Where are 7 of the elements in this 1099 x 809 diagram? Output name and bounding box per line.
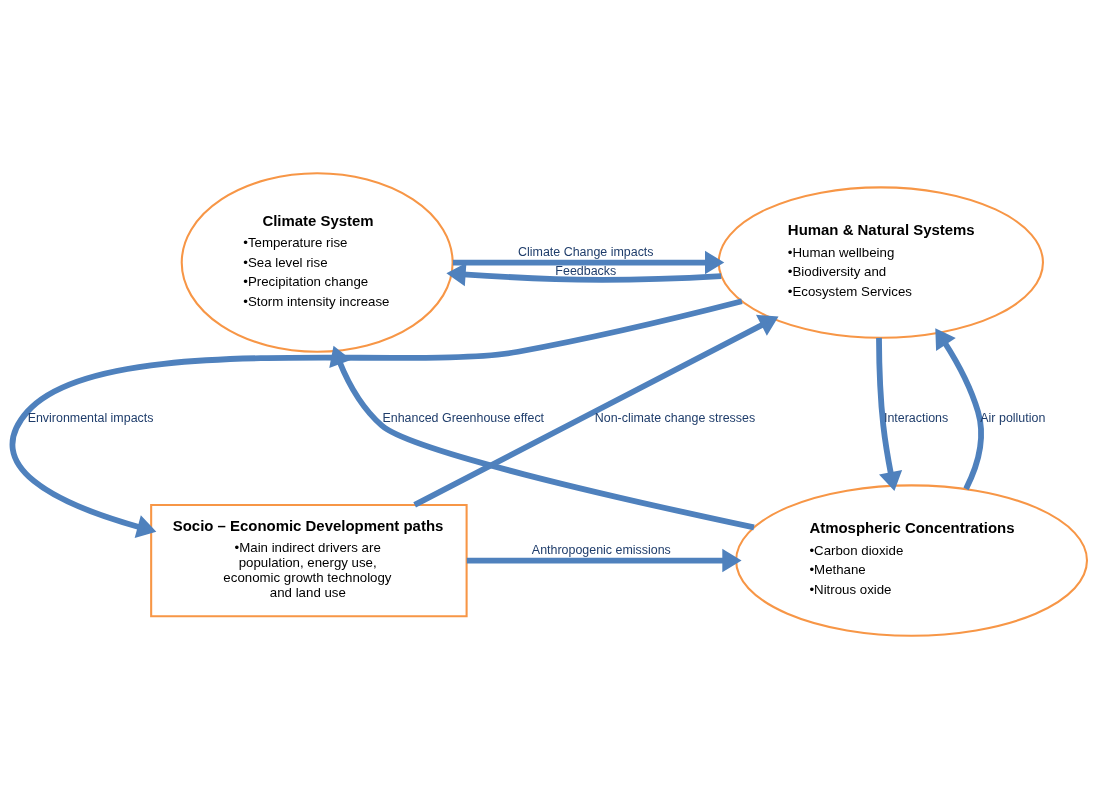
edge-label: Non-climate change stresses [594,410,756,425]
edge-label: Climate Change impacts [518,244,654,259]
edge-label: Interactions [883,410,949,425]
edge-label: Feedbacks [555,263,617,278]
edge-label: Enhanced Greenhouse effect [382,410,545,425]
edge-label: Anthropogenic emissions [531,542,671,557]
edge-label: Environmental impacts [27,410,154,425]
